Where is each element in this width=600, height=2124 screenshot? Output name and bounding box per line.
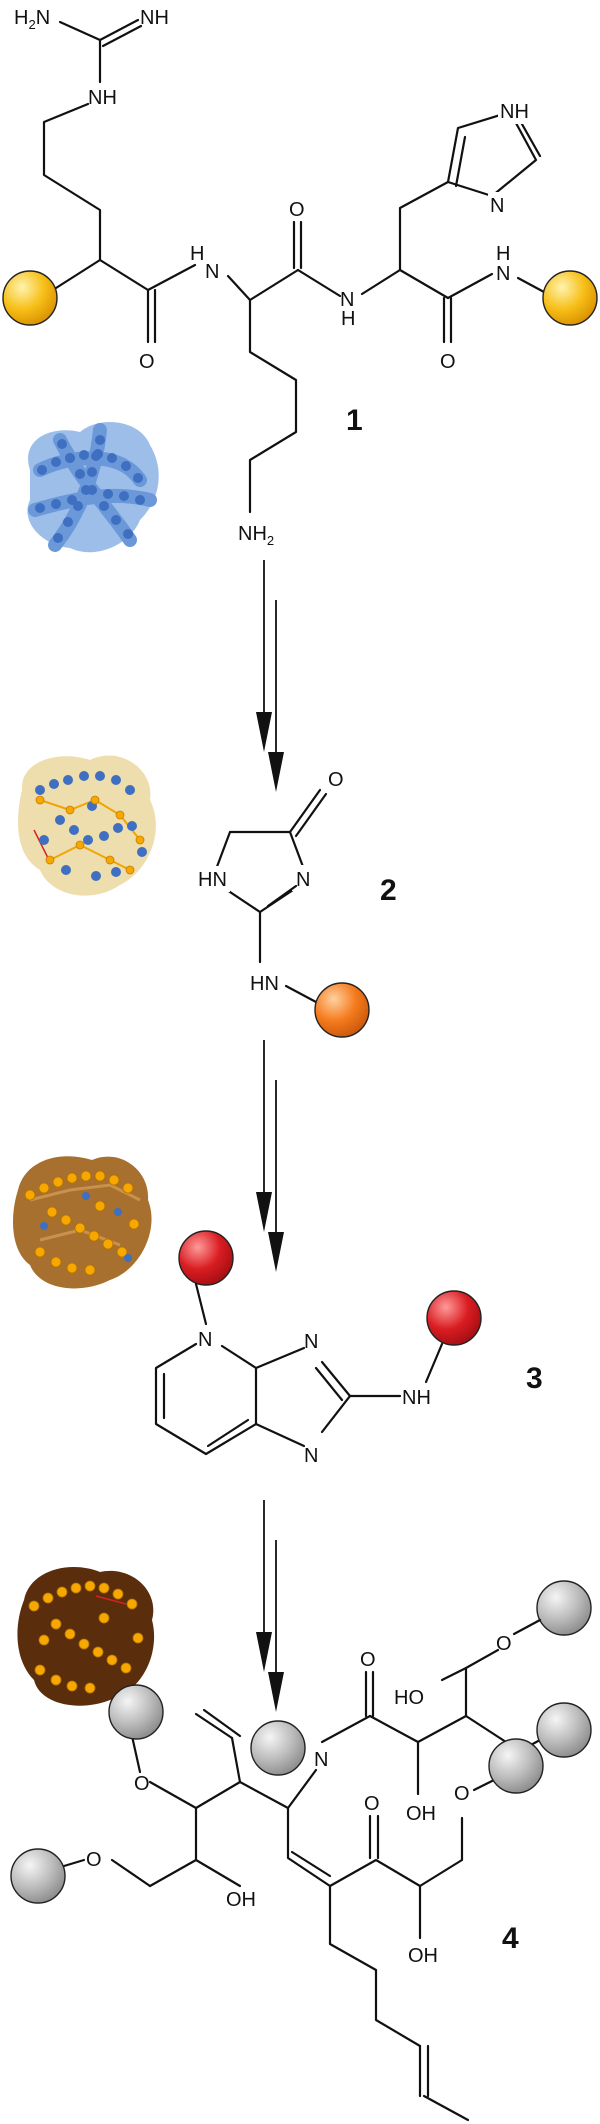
amide-nh1-n: N [205, 261, 219, 283]
compound-1: H2N NH NH O H N NH2 O N H NH [2, 7, 598, 548]
c4-ether-o3: O [134, 1773, 150, 1795]
imidazole-nh: NH [500, 101, 529, 123]
compound-4: O HO O OH O N OH O O [10, 1580, 592, 2122]
c3-pyridine-n: N [198, 1329, 212, 1351]
imine-nh-label: NH [140, 7, 169, 29]
amide-nh3-h: H [496, 243, 510, 265]
compound-number-2: 2 [380, 874, 397, 907]
resin-bead-orange [314, 982, 370, 1038]
c4-amine-n: N [314, 1749, 328, 1771]
compound-number-3: 3 [526, 1362, 543, 1395]
resin-bead-red-2 [426, 1290, 482, 1346]
carbonyl-o2: O [289, 199, 305, 221]
c4-ketone-o2: O [364, 1793, 380, 1815]
resin-bead-grey-4 [108, 1684, 164, 1740]
guanidine-nh-label: NH [88, 87, 117, 109]
amide-nh2-n: N [340, 289, 354, 311]
carbonyl-o3: O [440, 351, 456, 373]
c4-oh3: OH [408, 1945, 438, 1967]
c4-oh1: OH [406, 1803, 436, 1825]
c2-ring-hn: HN [198, 869, 227, 891]
compound-2: N HN O HN 2 [196, 769, 397, 1038]
reaction-arrow-1 [256, 560, 284, 792]
c4-ether-o1: O [496, 1633, 512, 1655]
amide-nh1-h: H [190, 243, 204, 265]
c4-ketone-o1: O [360, 1649, 376, 1671]
c3-imidazole-n-top: N [304, 1331, 318, 1353]
reaction-arrow-2 [256, 1040, 284, 1272]
protein-blob-brown [13, 1156, 152, 1289]
amide-nh2-h: H [341, 308, 355, 330]
resin-bead-grey-3 [250, 1720, 306, 1776]
c3-exo-nh: NH [402, 1387, 431, 1409]
resin-bead-grey-2 [536, 1702, 592, 1758]
c4-ho: HO [394, 1687, 424, 1709]
compound-number-1: 1 [346, 404, 363, 437]
compound-3: N N N NH 3 [154, 1230, 543, 1467]
lysine-nh2: NH2 [238, 523, 274, 548]
resin-bead-yellow-left [2, 270, 58, 326]
protein-blob-dark [17, 1567, 155, 1706]
c4-oh2: OH [226, 1889, 256, 1911]
resin-bead-red-1 [178, 1230, 234, 1286]
c3-imidazole-n-bottom: N [304, 1445, 318, 1467]
resin-bead-yellow-right [542, 270, 598, 326]
resin-bead-grey-6 [488, 1738, 544, 1794]
c2-exo-hn: HN [250, 973, 279, 995]
resin-bead-grey-5 [10, 1848, 66, 1904]
c2-carbonyl-o: O [328, 769, 344, 791]
c4-ether-o4: O [86, 1849, 102, 1871]
c2-ring-n: N [296, 869, 310, 891]
h2n-label: H2N [14, 7, 50, 32]
protein-blob-beige [17, 755, 156, 896]
protein-blob-blue [27, 422, 159, 553]
amide-nh3-n: N [496, 263, 510, 285]
resin-bead-grey-1 [536, 1580, 592, 1636]
reaction-arrow-3 [256, 1500, 284, 1712]
carbonyl-o1: O [139, 351, 155, 373]
compound-number-4: 4 [502, 1922, 519, 1955]
imidazole-n: N [490, 195, 504, 217]
c4-ether-o5: O [454, 1783, 470, 1805]
